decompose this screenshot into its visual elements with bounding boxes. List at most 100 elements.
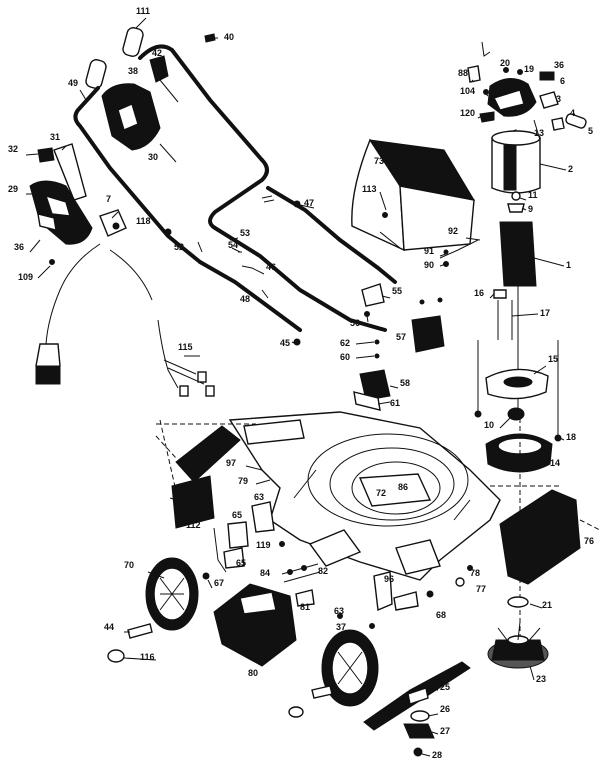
callout-36-right: 36	[554, 60, 564, 70]
callout-91: 91	[424, 246, 434, 256]
callout-92: 92	[448, 226, 458, 236]
screw-119	[279, 541, 285, 547]
leader-lines	[25, 17, 581, 757]
callout-104: 104	[460, 86, 475, 96]
callout-52: 52	[174, 242, 184, 252]
callout-40: 40	[224, 32, 234, 42]
callout-labels: 111 40 49 38 42 30 31 32 29 36 109 7 118…	[8, 6, 594, 760]
callout-54: 54	[228, 240, 238, 250]
bearing-16	[493, 289, 507, 299]
callout-76: 76	[584, 536, 594, 546]
washer-21	[507, 596, 529, 608]
callout-113: 113	[362, 184, 377, 194]
callout-63-top: 63	[254, 492, 264, 502]
callout-19: 19	[524, 64, 534, 74]
callout-115: 115	[178, 342, 193, 352]
terminal-block-57	[411, 315, 445, 353]
front-wheel	[321, 629, 379, 707]
callout-37: 37	[336, 622, 346, 632]
handle-assembly	[73, 27, 397, 346]
callout-6: 6	[560, 76, 565, 86]
callout-112: 112	[186, 520, 201, 530]
thru-bolt-17	[497, 300, 513, 340]
lower-handle	[198, 158, 387, 332]
washer-26	[410, 710, 430, 722]
screw-62	[374, 339, 380, 345]
bracket-96	[373, 571, 393, 612]
armature-1	[499, 221, 537, 287]
callout-79: 79	[238, 476, 248, 486]
callout-88: 88	[458, 68, 468, 78]
callout-90: 90	[424, 260, 434, 270]
callout-64: 64	[348, 634, 358, 644]
motor-assembly	[467, 41, 587, 473]
callout-7: 7	[106, 194, 111, 204]
screw-64	[369, 623, 375, 629]
callout-4: 4	[570, 108, 575, 118]
handle-knob-47	[293, 200, 301, 208]
screw-19	[517, 69, 523, 75]
bracket-61	[353, 391, 381, 411]
side-skirt-left	[175, 425, 241, 483]
callout-5: 5	[588, 126, 593, 136]
screw-56	[364, 311, 370, 317]
axle-bolt-67	[202, 572, 210, 580]
washer-104	[483, 89, 489, 95]
clip-9	[507, 203, 525, 213]
callout-3: 3	[556, 94, 561, 104]
callout-1: 1	[566, 260, 571, 270]
callout-109: 109	[18, 272, 33, 282]
bolt-45	[293, 338, 301, 346]
callout-63-bottom: 63	[334, 606, 344, 616]
power-cord	[45, 243, 153, 345]
axle-112	[213, 527, 227, 573]
callout-15: 15	[548, 354, 558, 364]
callout-30: 30	[148, 152, 158, 162]
washer-11	[511, 191, 521, 201]
upper-handle	[73, 44, 264, 264]
callout-73: 73	[374, 156, 384, 166]
callout-26: 26	[440, 704, 450, 714]
spring-5	[565, 113, 587, 129]
callout-23: 23	[536, 674, 546, 684]
callout-120: 120	[460, 108, 475, 118]
callout-42: 42	[152, 48, 162, 58]
washer-77	[455, 577, 465, 587]
screw-109	[49, 259, 55, 265]
side-skirt-right	[499, 489, 581, 585]
callout-44: 44	[104, 622, 114, 632]
callout-82: 82	[318, 566, 328, 576]
callout-55: 55	[392, 286, 402, 296]
adjuster-bracket-63	[251, 501, 275, 533]
callout-56: 56	[350, 318, 360, 328]
callout-97: 97	[226, 458, 236, 468]
callout-96: 96	[384, 574, 394, 584]
callout-18: 18	[566, 432, 576, 442]
callout-47: 47	[304, 198, 314, 208]
wheel-70	[145, 557, 199, 631]
callout-31: 31	[50, 132, 60, 142]
callout-57: 57	[396, 332, 406, 342]
callout-17: 17	[540, 308, 550, 318]
callout-72: 72	[376, 488, 386, 498]
bracket-55	[361, 283, 385, 307]
callout-11: 11	[528, 190, 538, 200]
discharge-chute-80	[213, 583, 297, 667]
callout-119: 119	[256, 540, 271, 550]
cord-clip-32	[37, 147, 55, 163]
callout-62: 62	[340, 338, 350, 348]
callout-78: 78	[470, 568, 480, 578]
switch-box-assembly	[29, 143, 215, 397]
callout-25: 25	[440, 682, 450, 692]
callout-70: 70	[124, 560, 134, 570]
callout-14: 14	[550, 458, 560, 468]
axle-bolt-44	[127, 623, 153, 639]
callout-13: 13	[534, 128, 544, 138]
callout-81: 81	[300, 602, 310, 612]
callout-27: 27	[440, 726, 450, 736]
brush-cap-4	[551, 117, 565, 131]
clip-120	[479, 111, 495, 123]
callout-2: 2	[568, 164, 573, 174]
callout-68: 68	[436, 610, 446, 620]
